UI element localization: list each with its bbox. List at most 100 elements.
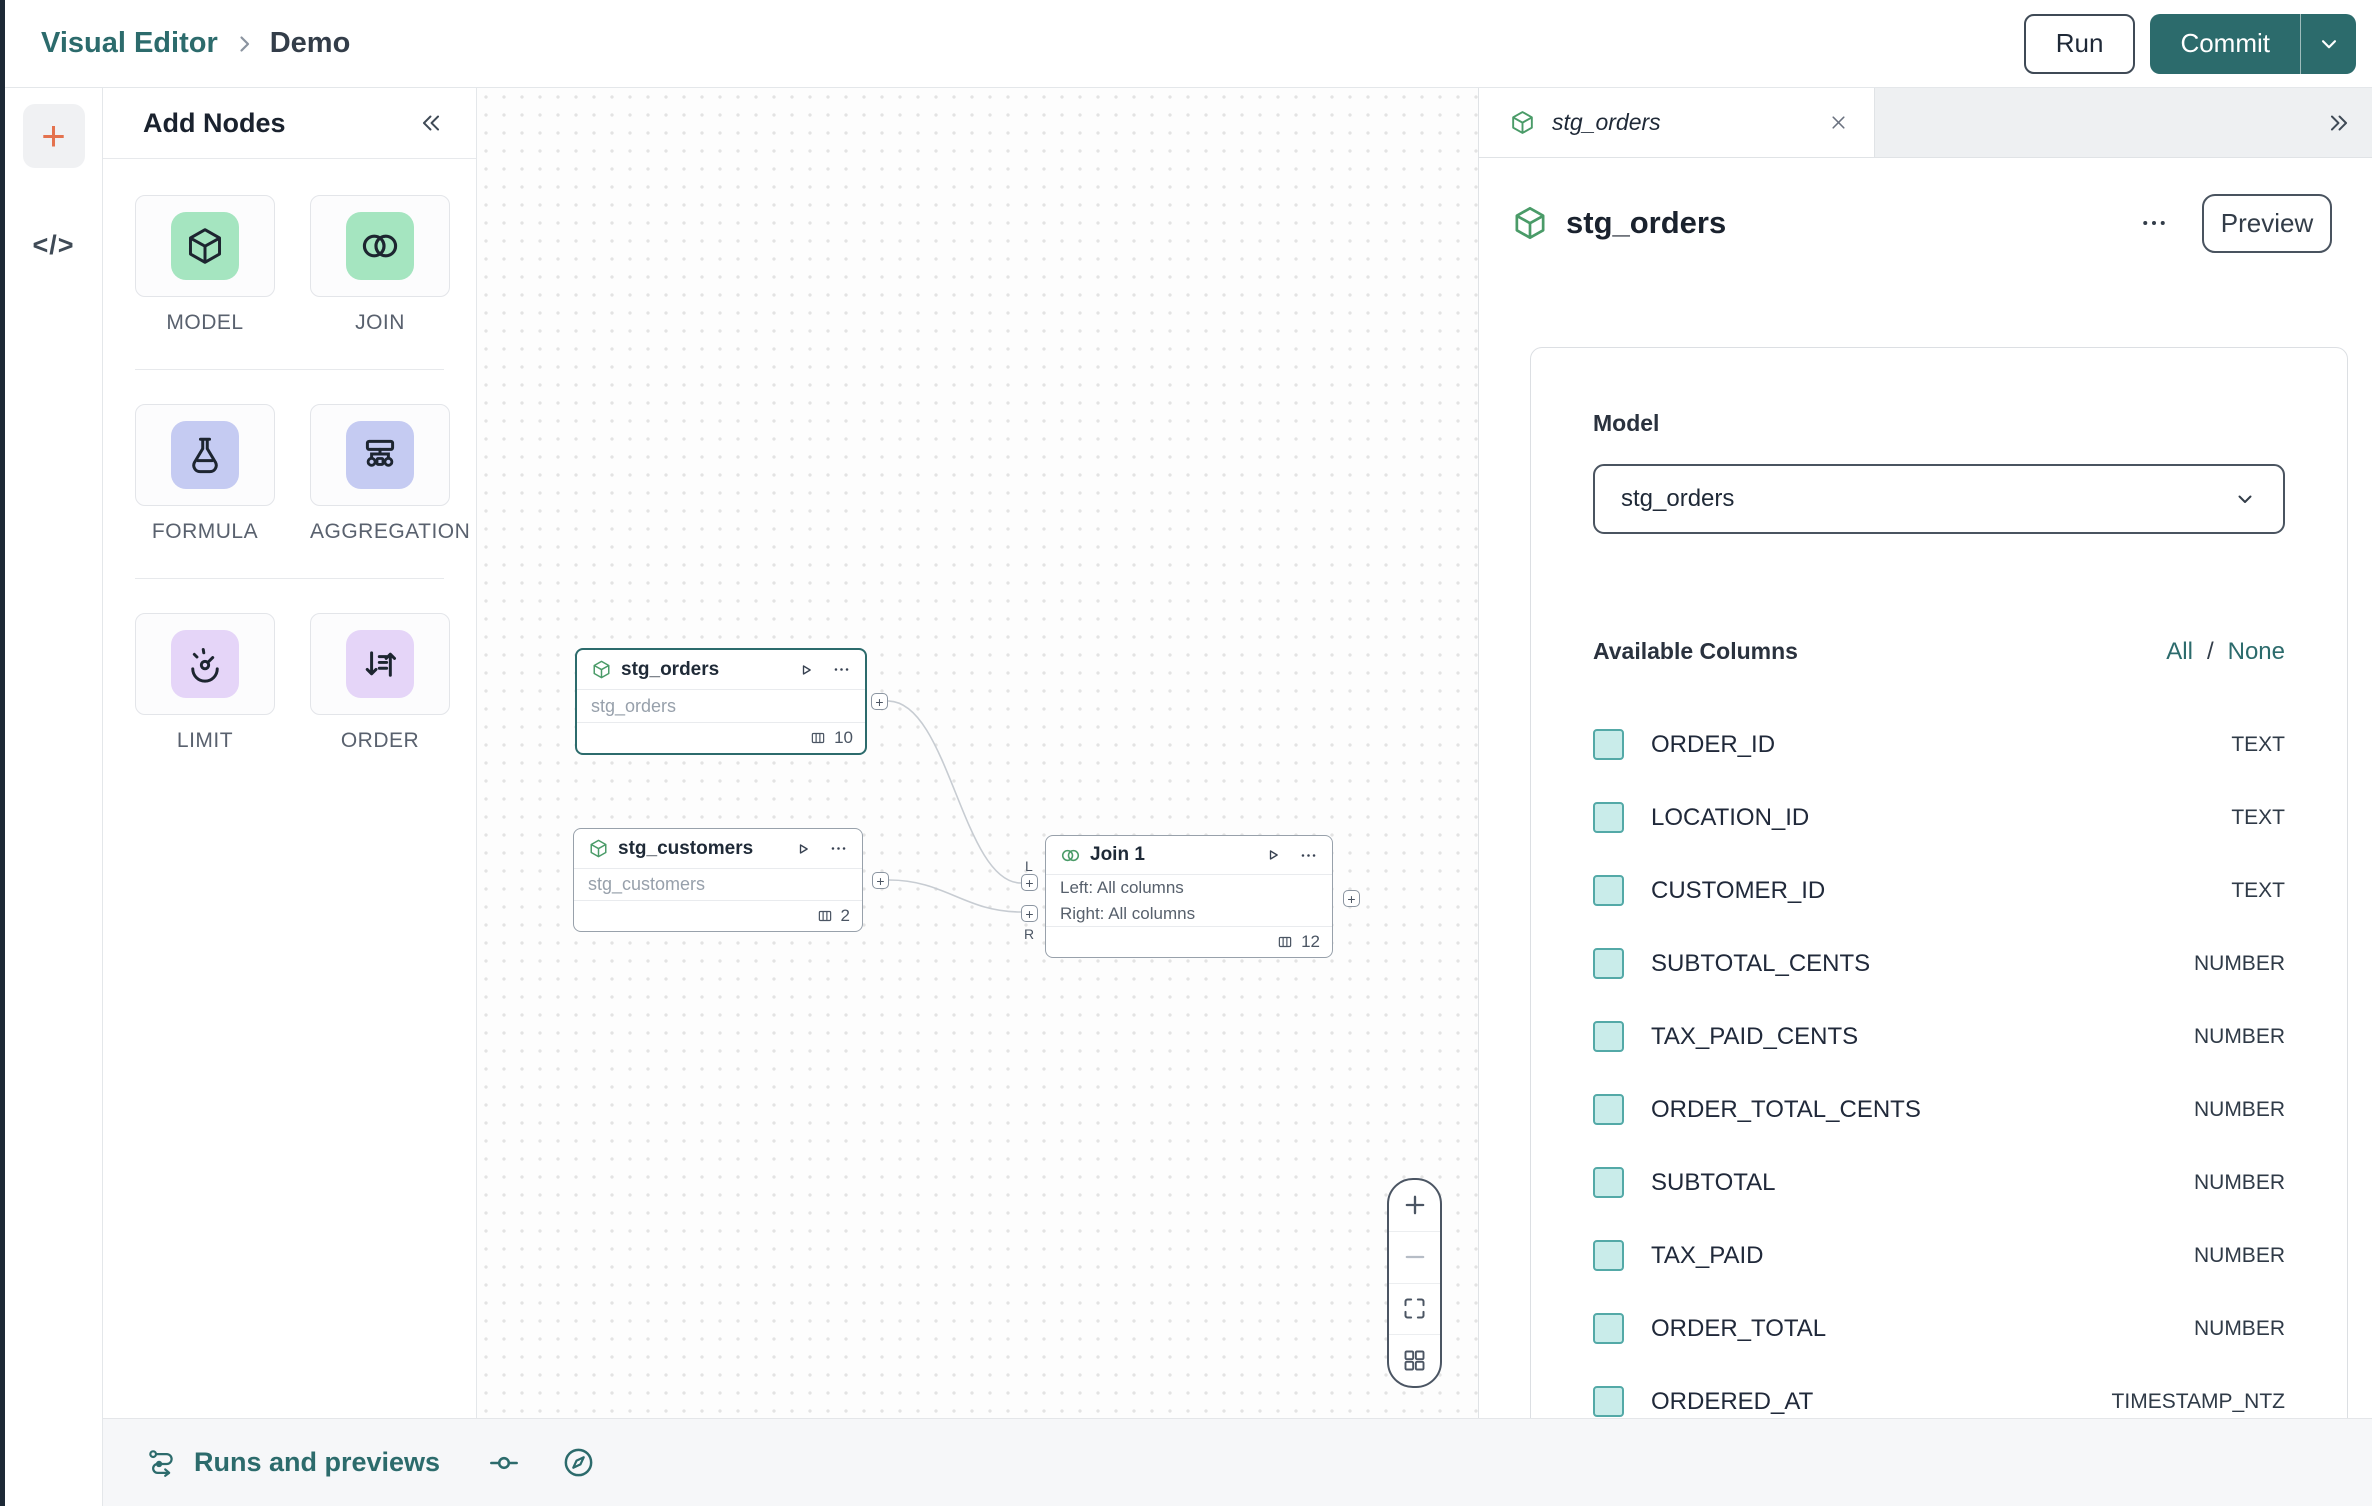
column-checkbox[interactable] — [1593, 1313, 1624, 1344]
available-columns-row: Available Columns All / None — [1593, 638, 2285, 666]
add-node-limit[interactable] — [135, 613, 275, 715]
column-type: NUMBER — [2193, 1170, 2285, 1194]
column-type: TEXT — [2231, 732, 2285, 756]
plus-icon — [1405, 1196, 1424, 1215]
panel-more-button[interactable] — [2135, 204, 2173, 242]
select-all-link[interactable]: All — [2166, 638, 2193, 665]
tab-close-button[interactable] — [1825, 109, 1852, 136]
column-checkbox[interactable] — [1593, 1386, 1624, 1417]
commit-dropdown-button[interactable] — [2300, 13, 2356, 74]
column-checkbox[interactable] — [1593, 729, 1624, 760]
canvas[interactable]: stg_orders stg_orders 10 + stg_customers… — [477, 88, 1478, 1418]
zoom-out-button[interactable] — [1389, 1232, 1440, 1284]
plus-icon: + — [1025, 874, 1034, 891]
column-name: CUSTOMER_ID — [1651, 876, 1826, 904]
chevron-down-icon — [2321, 39, 2336, 48]
column-row: TAX_PAID_CENTS NUMBER — [1593, 1000, 2285, 1073]
column-row: LOCATION_ID TEXT — [1593, 781, 2285, 854]
add-nodes-header: Add Nodes — [103, 88, 476, 159]
panel-title-row: stg_orders Preview — [1511, 193, 2332, 253]
expand-panel-button[interactable] — [2306, 88, 2372, 157]
compass-button[interactable] — [562, 1446, 595, 1479]
column-type: TIMESTAMP_NTZ — [2111, 1389, 2285, 1413]
commit-history-button[interactable] — [488, 1447, 520, 1479]
chevrons-right-icon — [2330, 115, 2348, 130]
stg-customers-output-handle[interactable]: + — [872, 872, 889, 889]
join-venn-icon — [346, 212, 414, 280]
add-node-limit-label: LIMIT — [176, 729, 234, 752]
select-links-divider: / — [2206, 638, 2214, 665]
add-node-order[interactable] — [310, 613, 450, 715]
commit-button[interactable]: Commit — [2150, 13, 2300, 74]
node-more-icon[interactable] — [1299, 846, 1318, 865]
add-node-model[interactable] — [135, 195, 275, 297]
model-select-value: stg_orders — [1621, 485, 1735, 512]
select-none-link[interactable]: None — [2227, 638, 2285, 665]
join-right-handle-label: R — [1024, 926, 1035, 942]
stg-orders-output-handle[interactable]: + — [871, 693, 888, 710]
node-details-panel: stg_orders stg_orders Preview Model stg_… — [1478, 88, 2372, 1418]
column-checkbox[interactable] — [1593, 948, 1624, 979]
column-name: TAX_PAID_CENTS — [1651, 1022, 1859, 1050]
run-node-icon[interactable] — [1263, 845, 1283, 865]
column-name: SUBTOTAL — [1651, 1168, 1776, 1196]
join-right-input-handle[interactable]: + — [1021, 905, 1038, 922]
column-checkbox[interactable] — [1593, 875, 1624, 906]
fit-view-button[interactable] — [1389, 1284, 1440, 1336]
breadcrumb-chevron-icon — [240, 35, 249, 52]
node-subtitle: stg_customers — [588, 874, 706, 894]
join-left-input-handle[interactable]: + — [1021, 874, 1038, 891]
bottom-bar: Runs and previews — [103, 1418, 2372, 1506]
join-output-handle[interactable]: + — [1343, 890, 1360, 907]
panel-title: stg_orders — [1566, 205, 1727, 240]
canvas-node-stg-orders[interactable]: stg_orders stg_orders 10 — [575, 648, 867, 755]
runs-and-previews-button[interactable]: Runs and previews — [147, 1447, 440, 1479]
column-row: ORDER_ID TEXT — [1593, 708, 2285, 781]
column-checkbox[interactable] — [1593, 1167, 1624, 1198]
fit-view-icon — [1404, 1298, 1425, 1319]
add-node-aggregation[interactable] — [310, 404, 450, 506]
collapse-panel-button[interactable] — [416, 108, 446, 138]
group-divider — [135, 578, 444, 579]
node-title: stg_customers — [618, 837, 754, 859]
tab-stg-orders[interactable]: stg_orders — [1479, 88, 1875, 157]
column-type: TEXT — [2231, 805, 2285, 829]
run-node-icon[interactable] — [793, 839, 813, 859]
node-body: Left: All columns Right: All columns — [1046, 875, 1332, 928]
add-nodes-panel: Add Nodes MODEL JOIN — [103, 88, 625, 1418]
model-select[interactable]: stg_orders — [1593, 464, 2285, 534]
columns-icon — [1278, 937, 1292, 948]
limit-gauge-icon — [171, 630, 239, 698]
column-row: ORDERED_AT TIMESTAMP_NTZ — [1593, 1365, 2285, 1418]
auto-layout-button[interactable] — [1389, 1335, 1440, 1386]
canvas-node-join-1[interactable]: Join 1 Left: All columns Right: All colu… — [1045, 835, 1333, 958]
run-button[interactable]: Run — [2023, 13, 2136, 74]
breadcrumb-visual-editor-link[interactable]: Visual Editor — [41, 27, 218, 59]
node-body: stg_orders — [577, 690, 865, 723]
code-view-button[interactable]: </> — [32, 230, 74, 261]
add-node-formula[interactable] — [135, 404, 275, 506]
column-checkbox[interactable] — [1593, 1094, 1624, 1125]
canvas-node-stg-customers[interactable]: stg_customers stg_customers 2 — [573, 828, 863, 932]
column-checkbox[interactable] — [1593, 1240, 1624, 1271]
add-node-aggregation-label: AGGREGATION — [310, 520, 471, 543]
columns-icon — [818, 910, 831, 922]
column-type: NUMBER — [2193, 1243, 2285, 1267]
node-more-icon[interactable] — [832, 660, 851, 679]
add-node-rail-button[interactable]: + — [22, 104, 85, 168]
left-rail: + </> — [5, 88, 103, 1506]
node-more-icon[interactable] — [829, 839, 848, 858]
node-column-count: 10 — [834, 728, 853, 747]
node-footer: 12 — [1046, 927, 1332, 957]
zoom-in-button[interactable] — [1389, 1180, 1440, 1232]
add-node-join[interactable] — [310, 195, 450, 297]
route-icon — [149, 1449, 173, 1477]
preview-button[interactable]: Preview — [2202, 193, 2332, 253]
add-node-formula-label: FORMULA — [151, 520, 259, 543]
model-cube-icon — [1512, 111, 1533, 134]
column-checkbox[interactable] — [1593, 802, 1624, 833]
group-divider — [135, 369, 444, 370]
column-checkbox[interactable] — [1593, 1021, 1624, 1052]
run-node-icon[interactable] — [796, 660, 816, 680]
commit-icon — [490, 1456, 519, 1469]
